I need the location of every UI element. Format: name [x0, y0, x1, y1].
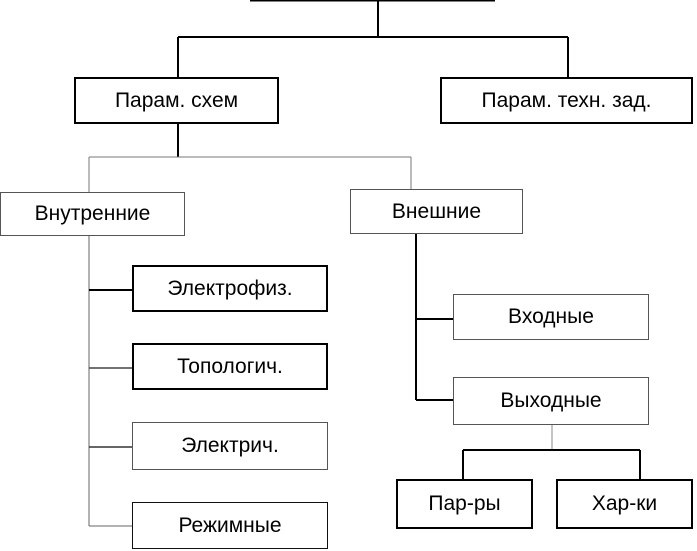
node-topological: Топологич.	[132, 343, 328, 390]
node-electrical: Электрич.	[132, 422, 328, 470]
node-characteristics: Хар-ки	[556, 479, 693, 529]
node-electrophysical: Электрофиз.	[132, 265, 328, 312]
node-circuit-params: Парам. схем	[74, 77, 279, 124]
node-internal: Внутренние	[0, 192, 185, 236]
node-external: Внешние	[350, 189, 523, 234]
node-modes: Режимные	[132, 502, 328, 549]
node-spec-params: Парам. техн. зад.	[440, 77, 693, 124]
node-params-short: Пар-ры	[396, 479, 533, 529]
node-outputs: Выходные	[453, 377, 649, 425]
node-inputs: Входные	[453, 294, 649, 340]
